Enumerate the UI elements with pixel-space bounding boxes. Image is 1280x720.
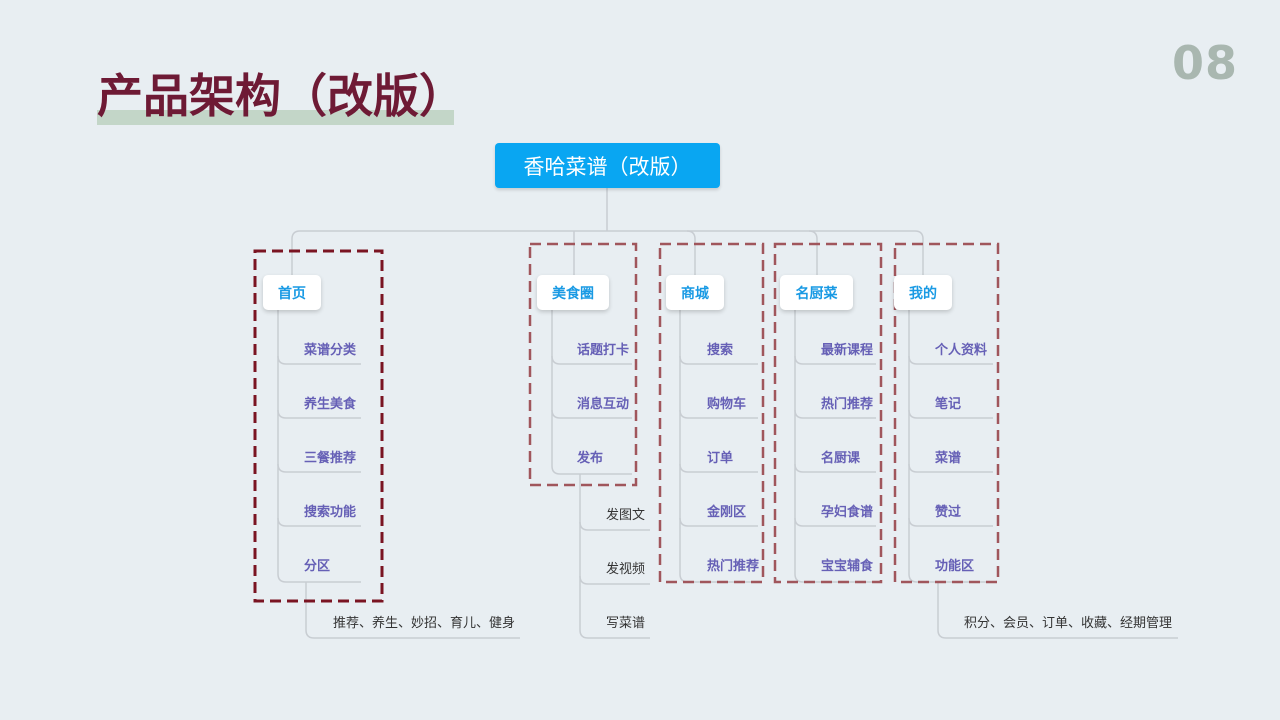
node-food-circle: 美食圈 bbox=[537, 275, 609, 310]
mall-item: 搜索 bbox=[707, 343, 734, 358]
group-box-chef bbox=[773, 242, 883, 584]
publish-subitem: 发视频 bbox=[606, 562, 646, 577]
home-item: 三餐推荐 bbox=[304, 451, 357, 466]
node-mall: 商城 bbox=[666, 275, 724, 310]
publish-subitem: 发图文 bbox=[606, 508, 646, 523]
mine-item: 功能区 bbox=[935, 559, 975, 574]
page-title-text: 产品架构（改版） bbox=[97, 69, 465, 123]
home-zone-subitems: 推荐、养生、妙招、育儿、健身 bbox=[333, 616, 516, 631]
chef-item: 最新课程 bbox=[821, 343, 874, 358]
title-underline bbox=[97, 110, 454, 125]
mall-item: 购物车 bbox=[707, 397, 747, 412]
group-box-mall bbox=[658, 242, 765, 584]
chef-item: 名厨课 bbox=[821, 451, 861, 466]
mall-item: 订单 bbox=[707, 451, 734, 466]
food-circle-item: 发布 bbox=[577, 451, 604, 466]
publish-subitem: 写菜谱 bbox=[606, 616, 646, 631]
group-box-food-circle bbox=[528, 242, 638, 487]
node-home: 首页 bbox=[263, 275, 321, 310]
node-chef: 名厨菜 bbox=[780, 275, 853, 310]
node-mine: 我的 bbox=[894, 275, 952, 310]
mine-item: 个人资料 bbox=[935, 343, 988, 358]
mine-item: 赞过 bbox=[935, 505, 962, 520]
chef-item: 孕妇食谱 bbox=[821, 505, 874, 520]
home-item: 菜谱分类 bbox=[304, 343, 357, 358]
chef-item: 热门推荐 bbox=[821, 397, 874, 412]
chef-item: 宝宝辅食 bbox=[821, 559, 874, 574]
food-circle-item: 话题打卡 bbox=[577, 343, 630, 358]
food-circle-item: 消息互动 bbox=[577, 397, 630, 412]
mall-item: 热门推荐 bbox=[707, 559, 760, 574]
home-item: 分区 bbox=[304, 559, 331, 574]
mall-item: 金刚区 bbox=[707, 505, 747, 520]
root-node: 香哈菜谱（改版） bbox=[495, 143, 720, 188]
mine-item: 笔记 bbox=[935, 397, 962, 412]
mine-item: 菜谱 bbox=[935, 451, 962, 466]
page-title: 产品架构（改版） bbox=[97, 66, 465, 126]
slide-number: 08 bbox=[1172, 36, 1239, 90]
group-box-mine bbox=[893, 242, 1000, 584]
mine-function-subitems: 积分、会员、订单、收藏、经期管理 bbox=[964, 616, 1173, 631]
home-item: 搜索功能 bbox=[304, 505, 357, 520]
home-item: 养生美食 bbox=[304, 397, 357, 412]
